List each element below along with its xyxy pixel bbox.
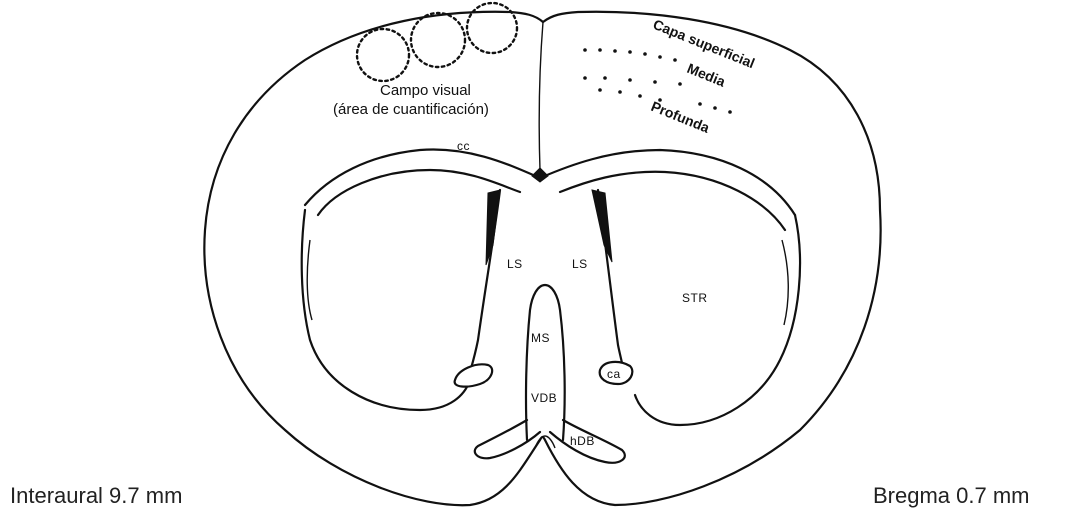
right-lateral-shading [782, 240, 788, 325]
midline-dark-wedge [532, 168, 548, 182]
left-lateral-shading [307, 240, 312, 320]
left-ventricle-outer [302, 210, 470, 410]
right-ventricle-outer [635, 215, 800, 425]
field-label-line1: Campo visual [380, 82, 471, 99]
region-label-cc: cc [457, 139, 470, 153]
region-label-ls-right: LS [572, 257, 588, 271]
region-label-hdb: hDB [570, 434, 595, 448]
midline-fissure [539, 22, 543, 178]
visual-field-circle-2 [411, 13, 465, 67]
visual-field-circle-3 [467, 3, 517, 53]
visual-field-circle-1 [357, 29, 409, 81]
left-diagonal-band [475, 420, 540, 458]
region-label-ca: ca [607, 367, 621, 381]
caption-interaural: Interaural 9.7 mm [10, 483, 182, 508]
caption-bregma: Bregma 0.7 mm [873, 483, 1030, 508]
layer-dots-superficial [583, 48, 677, 62]
left-anterior-commissure [455, 364, 493, 386]
layer-dots-medial [583, 76, 682, 86]
region-label-str: STR [682, 291, 708, 305]
corpus-callosum-upper [305, 149, 795, 215]
septum-column [526, 285, 565, 440]
right-ventricle-inner [560, 172, 785, 230]
region-label-vdb: VDB [531, 391, 557, 405]
layer-label-medial: Media [685, 60, 728, 90]
right-septum-boundary [598, 190, 623, 368]
layer-label-deep: Profunda [649, 98, 712, 136]
region-label-ms: MS [531, 331, 550, 345]
layer-label-superficial: Capa superficial [651, 16, 757, 71]
brain-outline [204, 12, 880, 505]
field-label-line2: (área de cuantificación) [333, 101, 489, 118]
left-septum-boundary [470, 190, 500, 372]
region-label-ls-left: LS [507, 257, 523, 271]
